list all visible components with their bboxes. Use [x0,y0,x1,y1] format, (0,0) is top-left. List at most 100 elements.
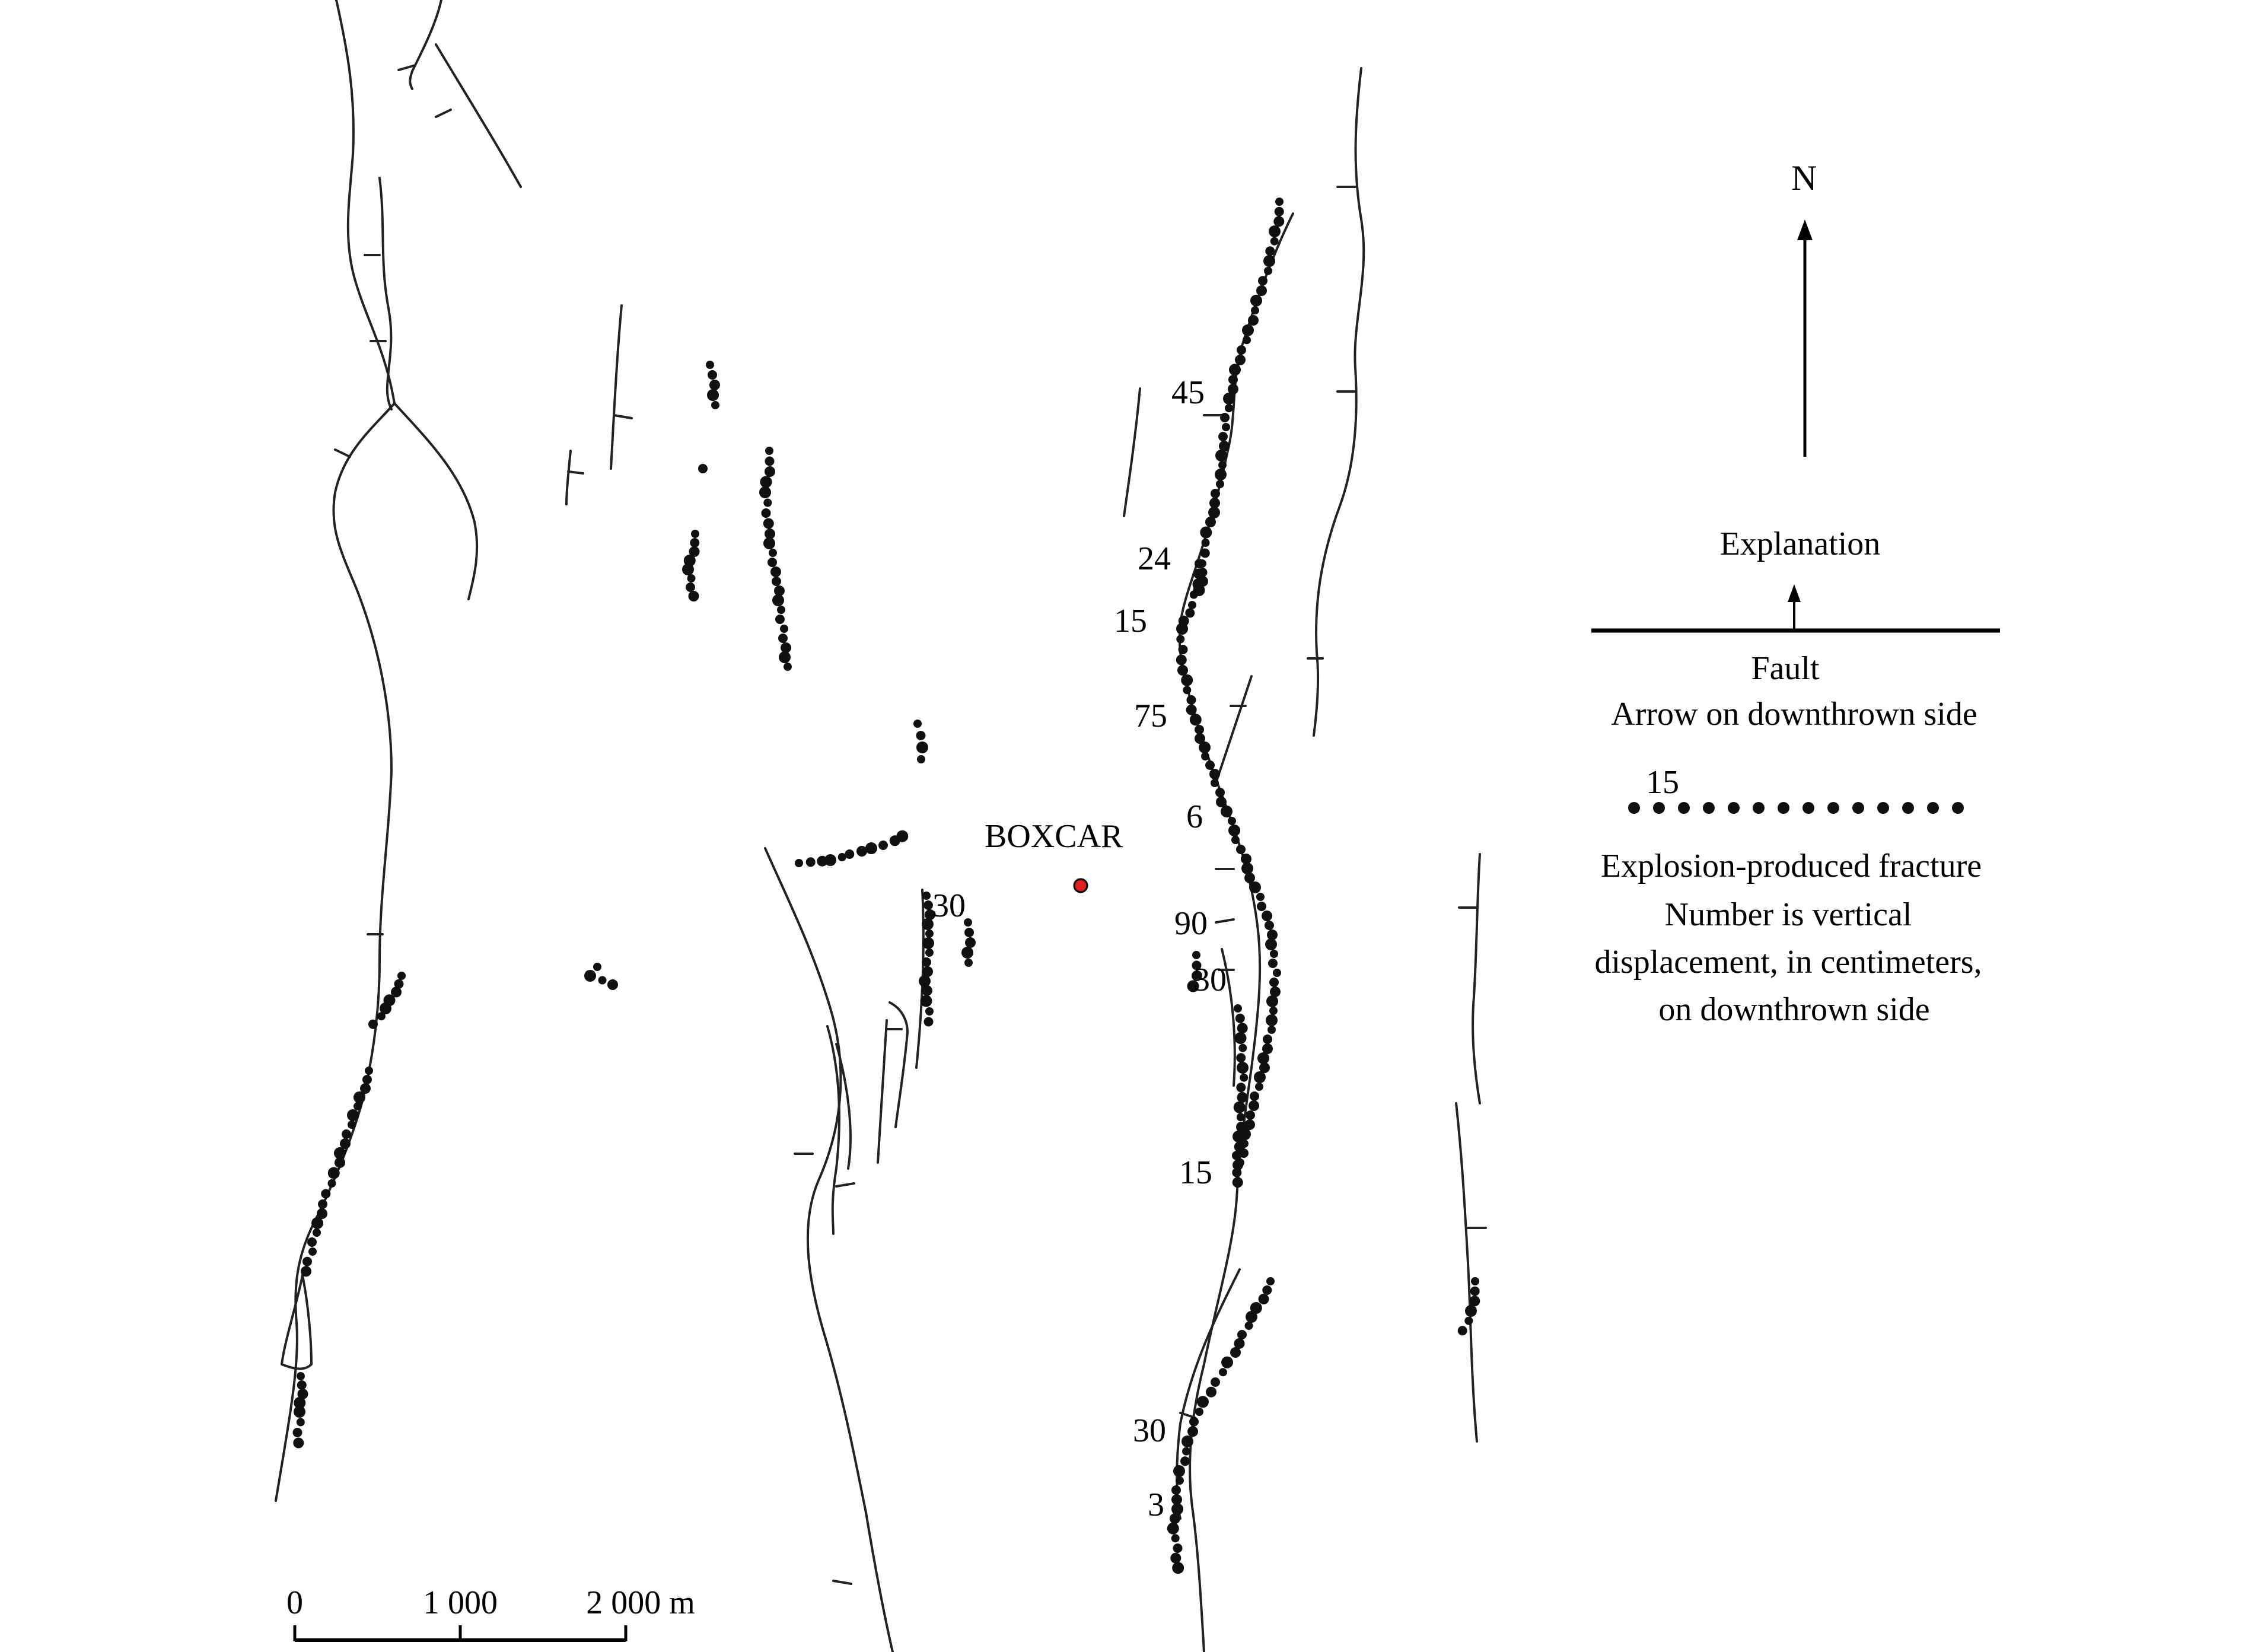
fracture-dot [368,1019,378,1029]
fracture-dot [1221,806,1233,817]
fracture-dot [765,466,775,477]
fracture-dot [1269,978,1279,987]
fracture-dot [1176,635,1185,644]
fracture-dot [1173,1465,1185,1477]
fracture-dot [1171,1494,1182,1505]
fracture-dot [1269,1007,1278,1015]
fracture-dot [1246,1311,1257,1323]
fracture-dot [961,947,973,959]
fracture-dot [1275,198,1284,206]
fracture-dot [708,370,717,380]
fracture-dot [1240,1123,1248,1131]
fracture-dot [593,963,601,971]
fracture-dot [1189,714,1202,726]
fracture-dot [1206,1386,1216,1398]
fracture-dot [923,900,933,910]
fracture-dot [1215,450,1227,461]
fracture-dot [1170,1552,1181,1564]
legend-fracture-dot [1902,802,1914,814]
scale-label-2000: 2 000 m [586,1584,695,1621]
fracture-dot [759,486,771,498]
legend-fracture-symbol [1628,802,1964,814]
fracture-dot [1232,1177,1243,1188]
fracture-dot [1228,384,1238,394]
fracture-dot [1221,1356,1233,1368]
fracture-dot [360,1083,371,1094]
fracture-dot [913,720,922,728]
fracture-dot [1254,1071,1266,1083]
fracture-dot [1457,1326,1467,1336]
fault-line [835,1043,852,1170]
fracture-dot [1187,1426,1198,1437]
fracture-dot [777,606,785,614]
fracture-dot [769,549,777,557]
fracture-dot [1249,881,1261,893]
fracture-dot [770,566,781,577]
fracture-dot [1176,1476,1184,1485]
legend-fracture-label: Explosion-produced fracture [1601,848,1982,884]
fracture-dot [311,1217,323,1229]
displacement-label: 30 [1133,1412,1166,1449]
fracture-dot [1236,1083,1246,1093]
fracture-dot [1200,526,1212,539]
fracture-dot [1270,237,1279,246]
fracture-dot [964,918,972,927]
fracture-dot [1197,1396,1209,1408]
fracture-dot [1192,951,1200,959]
fracture-dot [1249,1100,1259,1111]
fault-line [826,1025,840,1235]
fracture-dot [301,1266,311,1277]
fracture-dot [1257,1052,1269,1064]
fracture-dot [1273,216,1285,227]
fault-tick [832,1580,852,1585]
fracture-dot [1268,1026,1276,1034]
fracture-dot [922,985,932,996]
fault-tick [397,64,416,71]
fracture-dot [1185,608,1195,618]
fracture-dot [1251,306,1259,315]
fracture-dot [784,663,792,671]
fracture-dot [1266,1014,1278,1026]
fracture-dot [916,741,928,753]
fracture-dot [896,830,909,842]
fracture-dot [775,615,785,624]
fracture-dot [878,841,888,850]
fracture-dot [1231,836,1240,844]
fracture-dot [1228,375,1238,384]
fracture-dot [688,591,699,601]
fault-tick [567,470,584,475]
boxcar-site-marker [1073,878,1088,893]
fracture-dot [1172,1562,1184,1574]
fracture-dot [1264,266,1272,275]
fracture-dot [1176,623,1188,635]
fracture-dot [1265,246,1275,256]
displacement-label: 30 [1193,962,1227,998]
fracture-dot [682,564,694,575]
fracture-dot [1195,725,1204,734]
fracture-dot [1170,1513,1180,1524]
fracture-dot [313,1228,321,1237]
fracture-dot [293,1437,304,1449]
fracture-dot [1182,1447,1190,1456]
fracture-dot [1236,1113,1245,1122]
fracture-dot [1201,752,1209,760]
fracture-dot [1262,911,1272,921]
fracture-dot [321,1189,331,1199]
fracture-dot [297,1389,308,1399]
legend: Explanation Fault Arrow on downthrown si… [1591,526,2000,1028]
fracture-dot [1180,1456,1190,1466]
fracture-dot [1216,797,1227,807]
fracture-dot [1198,568,1208,577]
fracture-dot [1236,1053,1246,1063]
fracture-dot [920,995,932,1007]
displacement-label: 90 [1174,905,1208,942]
fracture-dot [1266,1277,1275,1285]
fracture-dot [1211,1377,1220,1387]
north-arrow: N [1791,158,1817,457]
fracture-dot [334,1147,346,1159]
legend-fault-label: Fault [1751,650,1820,687]
fracture-dot [1183,686,1192,695]
fracture-dot [1237,1062,1249,1074]
fracture-dot [1220,413,1230,422]
legend-fracture-dot [1728,802,1740,814]
